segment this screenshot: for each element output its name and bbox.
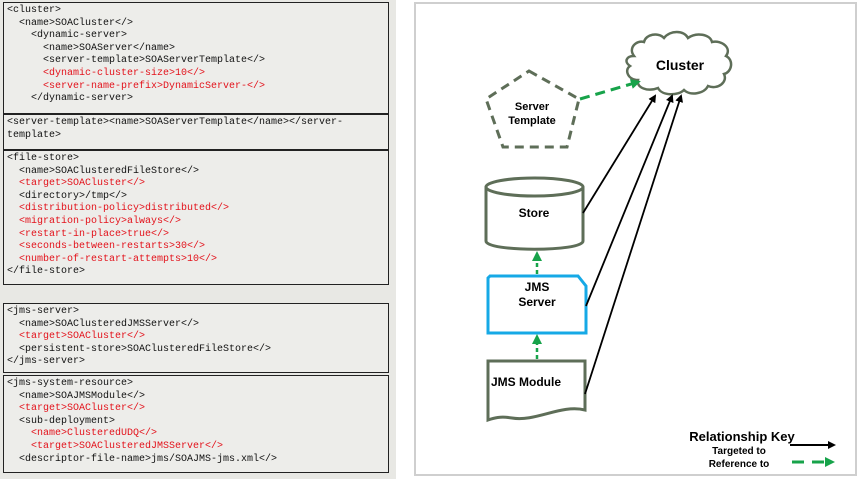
target-arrow-jmsmodule-to-cluster bbox=[584, 94, 683, 395]
code-line: </file-store> bbox=[7, 266, 86, 278]
cluster-label: Cluster bbox=[656, 57, 705, 73]
code-line: <number-of-restart-attempts>10</> bbox=[19, 253, 218, 265]
code-line: <dynamic-cluster-size>10</> bbox=[43, 67, 206, 79]
legend-reference-label: Reference to bbox=[709, 459, 770, 470]
code-line: template> bbox=[7, 129, 62, 141]
jms-module-node: JMS Module bbox=[486, 359, 587, 423]
code-line: <target>SOACluster</> bbox=[19, 403, 146, 415]
code-line: <name>SOAJMSModule</> bbox=[19, 390, 146, 402]
code-line: </jms-server> bbox=[7, 356, 86, 368]
cylinder-top bbox=[484, 176, 585, 198]
code-line: <file-store> bbox=[7, 153, 80, 164]
jms-server-shape bbox=[486, 274, 588, 335]
code-line: <target>SOACluster</> bbox=[19, 331, 146, 343]
code-line: <name>SOAClusteredFileStore</> bbox=[19, 165, 200, 177]
code-line: <persistent-store>SOAClusteredFileStore<… bbox=[19, 343, 272, 355]
cluster-node: Cluster bbox=[625, 30, 733, 96]
target-arrow-jmsserver-to-cluster bbox=[585, 94, 674, 307]
code-line: <jms-server> bbox=[7, 306, 80, 317]
code-line: <target>SOACluster</> bbox=[19, 178, 146, 190]
code-line: <server-template>SOAServerTemplate</> bbox=[43, 55, 266, 67]
code-line: </dynamic-server> bbox=[31, 93, 134, 105]
server-template-label-line1: Server bbox=[515, 101, 550, 113]
jms-server-node: JMS Server bbox=[486, 274, 588, 335]
legend-title: Relationship Key bbox=[689, 429, 795, 444]
code-line: <name>SOACluster</> bbox=[19, 17, 134, 29]
code-line: <restart-in-place>true</> bbox=[19, 228, 170, 240]
reference-arrow-template-to-cluster bbox=[579, 79, 641, 101]
code-line: <distribution-policy>distributed</> bbox=[19, 203, 230, 215]
code-line: <cluster> bbox=[7, 5, 62, 16]
code-block-jms-server: <jms-server><name>SOAClusteredJMSServer<… bbox=[3, 303, 389, 373]
code-line: <descriptor-file-name>jms/SOAJMS-jms.xml… bbox=[19, 453, 278, 465]
pentagon-shape bbox=[484, 69, 581, 149]
document-shape bbox=[486, 359, 587, 423]
code-line: <seconds-between-restarts>30</> bbox=[19, 241, 206, 253]
store-node: Store bbox=[484, 176, 585, 251]
code-line: <migration-policy>always</> bbox=[19, 215, 182, 227]
code-block-server-template: <server-template><name>SOAServerTemplate… bbox=[3, 114, 389, 150]
server-template-label-line2: Template bbox=[508, 115, 555, 127]
relationship-diagram: Cluster Server Template Store JMS Server… bbox=[484, 30, 836, 470]
jms-module-label: JMS Module bbox=[491, 375, 561, 389]
code-block-cluster: <cluster><name>SOACluster</><dynamic-ser… bbox=[3, 2, 389, 114]
code-line: <target>SOAClusteredJMSServer</> bbox=[31, 440, 224, 452]
code-line: <dynamic-server> bbox=[31, 30, 128, 42]
code-line: <jms-system-resource> bbox=[7, 378, 134, 389]
code-block-jms-system-resource: <jms-system-resource><name>SOAJMSModule<… bbox=[3, 375, 389, 473]
code-line: <name>ClusteredUDQ</> bbox=[31, 428, 158, 440]
code-line: <name>SOAClusteredJMSServer</> bbox=[19, 318, 200, 330]
relationship-diagram-panel: Cluster Server Template Store JMS Server… bbox=[414, 2, 857, 476]
code-line: <server-template><name>SOAServerTemplate… bbox=[7, 117, 344, 128]
xml-config-panel: <cluster><name>SOACluster</><dynamic-ser… bbox=[0, 0, 396, 479]
store-label: Store bbox=[519, 206, 550, 220]
relationship-key-legend: Relationship Key Targeted to Reference t… bbox=[689, 429, 836, 470]
server-template-node: Server Template bbox=[484, 69, 581, 149]
code-line: <server-name-prefix>DynamicServer-</> bbox=[43, 80, 266, 92]
target-arrow-store-to-cluster bbox=[582, 94, 657, 214]
jms-server-label-line1: JMS bbox=[525, 280, 550, 294]
cylinder-body bbox=[484, 187, 585, 251]
code-line: <name>SOAServer</name> bbox=[43, 42, 176, 54]
legend-targeted-label: Targeted to bbox=[712, 446, 766, 457]
code-block-file-store: <file-store><name>SOAClusteredFileStore<… bbox=[3, 150, 389, 285]
jms-server-label-line2: Server bbox=[518, 295, 556, 309]
code-line: <directory>/tmp</> bbox=[19, 190, 128, 202]
code-line: <sub-deployment> bbox=[19, 415, 116, 427]
